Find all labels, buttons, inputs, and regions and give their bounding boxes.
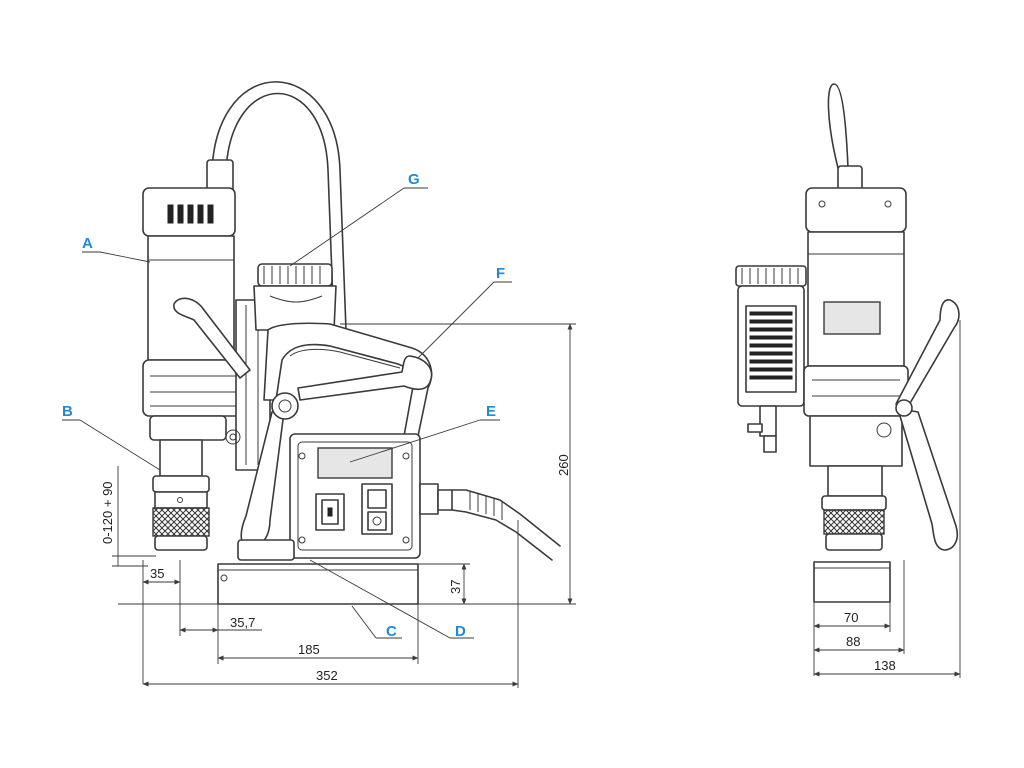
label-g: G [408,171,420,188]
magnetic-base [217,539,419,605]
front-view [142,81,561,605]
label-a: A [82,235,93,252]
label-c: C [386,623,397,640]
side-dimensions: 70 88 138 [813,320,961,678]
label-e: E [486,403,496,420]
dim-37: 37 [448,580,463,594]
callouts: A B C D E F G [62,171,512,640]
dim-185: 185 [298,642,320,657]
control-box [289,433,421,559]
side-view [735,83,960,603]
label-b: B [62,403,73,420]
power-cord [419,483,561,561]
front-dimensions: 0-120 + 90 35 35,7 185 352 260 37 [100,323,576,688]
dim-70: 70 [844,610,858,625]
power-cable [211,81,347,331]
dim-88: 88 [846,634,860,649]
label-f: F [496,265,505,282]
carry-handle [263,322,433,437]
coolant-tank [253,263,337,331]
dim-35: 35 [150,566,164,581]
dim-stroke-range: 0-120 + 90 [100,481,115,544]
dim-260: 260 [556,454,571,476]
spindle-chuck [152,439,210,551]
dim-35-7: 35,7 [230,615,255,630]
dim-352: 352 [316,668,338,683]
feed-handles [173,297,433,549]
label-d: D [455,623,466,640]
dim-138: 138 [874,658,896,673]
